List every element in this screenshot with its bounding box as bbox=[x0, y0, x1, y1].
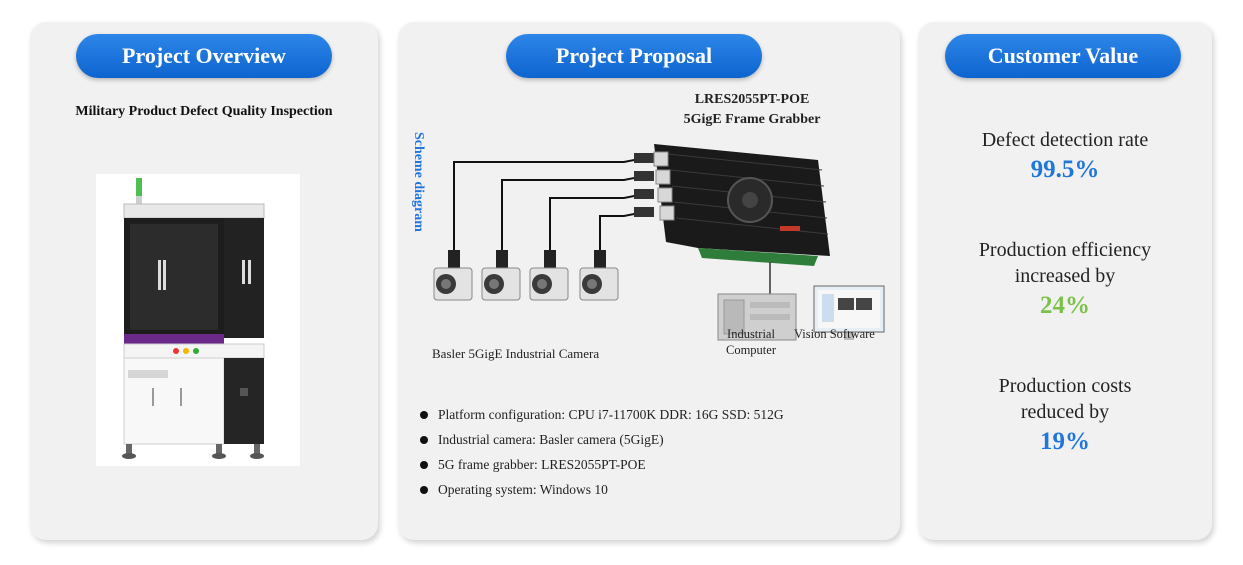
metric-label: reduced by bbox=[1020, 401, 1110, 423]
list-item: Industrial camera: Basler camera (5GigE) bbox=[420, 427, 784, 452]
bullet-icon bbox=[420, 460, 428, 469]
bullet-icon bbox=[420, 435, 428, 444]
computer-label-line1: Industrial bbox=[727, 327, 775, 341]
scheme-diagram-label: Scheme diagram bbox=[411, 132, 426, 232]
project-proposal-title: Project Proposal bbox=[506, 34, 762, 78]
list-item: Platform configuration: CPU i7-11700K DD… bbox=[420, 402, 784, 427]
list-item: Operating system: Windows 10 bbox=[420, 477, 784, 502]
inspection-machine-image bbox=[96, 174, 300, 466]
project-overview-card: Project Overview Military Product Defect… bbox=[30, 22, 378, 540]
list-item: 5G frame grabber: LRES2055PT-POE bbox=[420, 452, 784, 477]
customer-value-title: Customer Value bbox=[945, 34, 1181, 78]
camera-label: Basler 5GigE Industrial Camera bbox=[432, 346, 600, 361]
metric-label: Production costs bbox=[998, 375, 1132, 397]
computer-label-line2: Computer bbox=[726, 343, 776, 357]
metric-value: 19% bbox=[1040, 428, 1090, 455]
spec-list: Platform configuration: CPU i7-11700K DD… bbox=[420, 402, 784, 502]
bullet-icon bbox=[420, 410, 428, 419]
overview-subtitle: Military Product Defect Quality Inspecti… bbox=[75, 104, 333, 119]
customer-value-card: Customer Value Defect detection rate 99.… bbox=[918, 22, 1212, 540]
metric-label: increased by bbox=[1014, 265, 1116, 287]
bullet-icon bbox=[420, 485, 428, 494]
grabber-model-label: LRES2055PT-POE bbox=[694, 92, 810, 107]
metric-value: 99.5% bbox=[1030, 156, 1100, 183]
software-label: Vision Software bbox=[794, 327, 875, 341]
metric-label: Production efficiency bbox=[978, 239, 1152, 261]
project-proposal-card: Project Proposal LRES2055PT-POE 5GigE Fr… bbox=[398, 22, 900, 540]
metric-value: 24% bbox=[1040, 292, 1090, 319]
scheme-diagram bbox=[433, 144, 885, 341]
project-overview-title: Project Overview bbox=[76, 34, 332, 78]
metric-label: Defect detection rate bbox=[981, 129, 1149, 151]
grabber-type-label: 5GigE Frame Grabber bbox=[683, 112, 821, 127]
